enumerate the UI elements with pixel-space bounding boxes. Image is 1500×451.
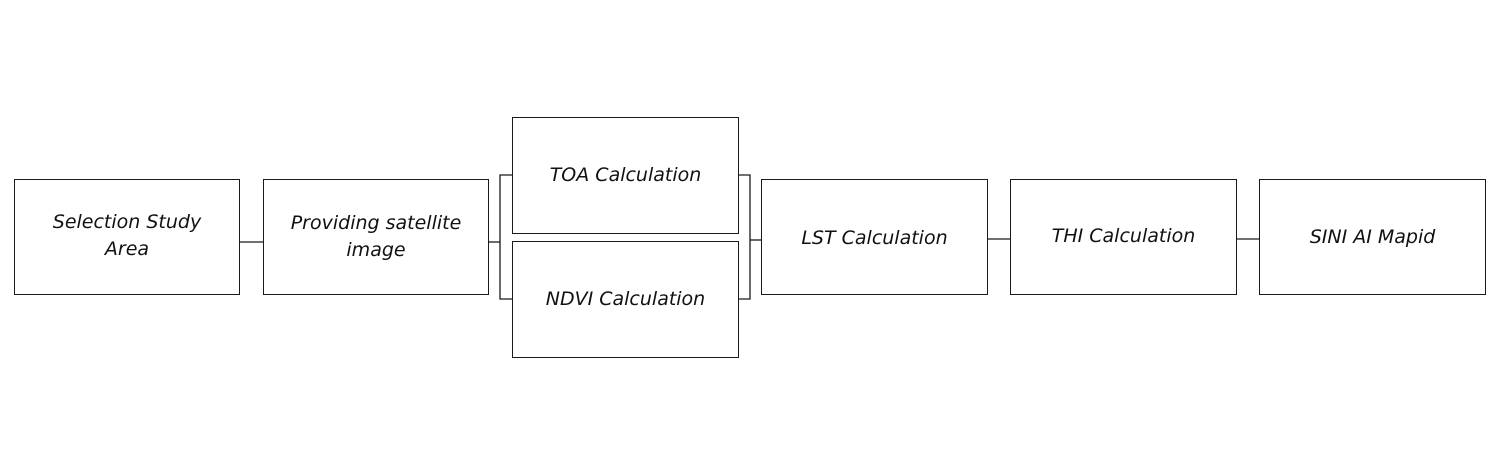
node-providing-satellite-image: Providing satellite image [263,179,489,295]
node-sini-ai-mapid: SINI AI Mapid [1259,179,1486,295]
bracket-left [499,174,512,300]
bracket-right [739,174,751,300]
node-label: LST Calculation [801,226,948,249]
node-label: Selection Study Area [52,211,202,260]
node-label: Providing satellite image [290,212,462,261]
node-label: THI Calculation [1051,224,1196,247]
node-selection-study-area: Selection Study Area [14,179,240,295]
node-toa-calculation: TOA Calculation [512,117,739,234]
node-label: SINI AI Mapid [1309,225,1436,248]
node-lst-calculation: LST Calculation [761,179,988,295]
node-ndvi-calculation: NDVI Calculation [512,241,739,358]
node-label: TOA Calculation [549,163,702,186]
node-label: NDVI Calculation [545,288,706,310]
node-thi-calculation: THI Calculation [1010,179,1237,295]
